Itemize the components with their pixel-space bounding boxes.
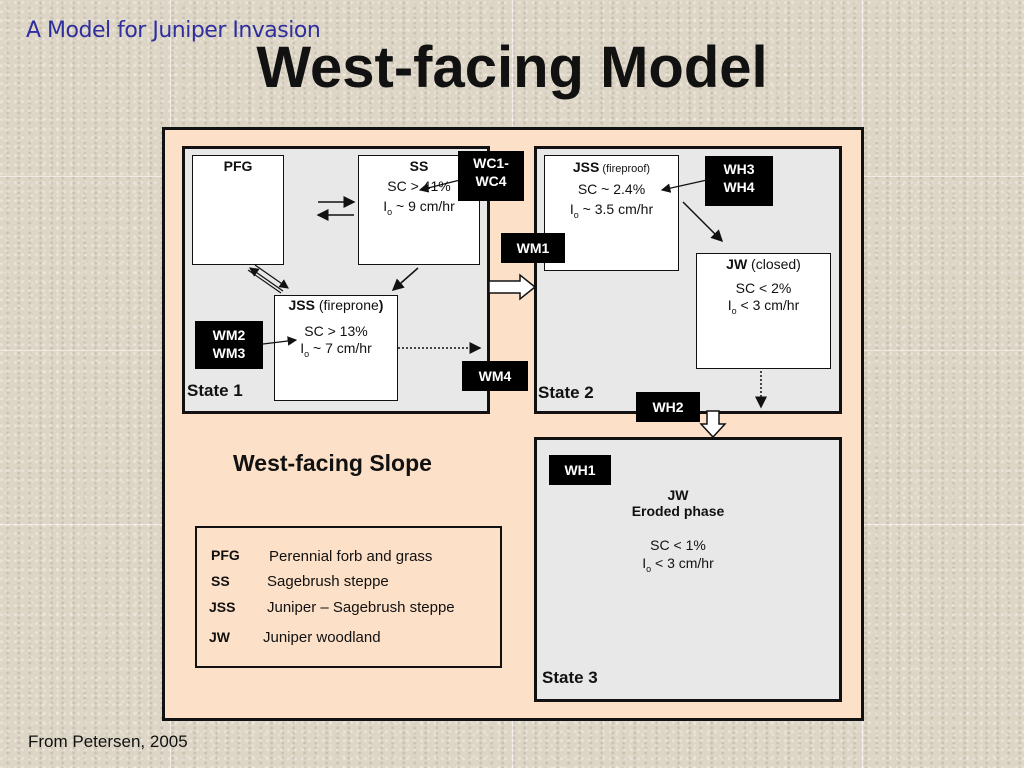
slope-label: West-facing Slope	[233, 450, 432, 476]
arrow-state2-to-state3	[699, 410, 727, 439]
jw-closed-box: JW (closed) SC < 2% Io < 3 cm/hr	[696, 253, 831, 369]
ss-infiltration: Io ~ 9 cm/hr	[383, 198, 455, 217]
arrow-wm23	[262, 336, 298, 346]
arrow-jss-pfg	[249, 267, 284, 292]
arrow-wc-to-ss	[418, 179, 461, 193]
jss-fireprone-title: JSS (fireprone)	[288, 297, 384, 313]
state-3-label: State 3	[542, 668, 598, 687]
jss-fireproof-box: JSS (fireproof) SC ~ 2.4% Io ~ 3.5 cm/hr	[544, 155, 679, 271]
jw-eroded-block: JW Eroded phase SC < 1% Io < 3 cm/hr	[600, 487, 756, 578]
jw-closed-cover: SC < 2%	[735, 280, 792, 296]
jss-fireprone-box: JSS (fireprone) SC > 13% Io ~ 7 cm/hr	[274, 295, 398, 401]
pfg-title: PFG	[223, 158, 253, 174]
jss-fireprone-cover: SC > 13%	[304, 323, 368, 339]
jss-fireprone-infiltration: Io ~ 7 cm/hr	[300, 340, 372, 359]
jw-closed-infiltration: Io < 3 cm/hr	[727, 297, 800, 316]
legend-def-ss: Sagebrush steppe	[267, 573, 389, 590]
tag-wm1: WM1	[501, 233, 565, 263]
jss-fireproof-title: JSS (fireproof)	[572, 159, 651, 175]
legend-def-jss: Juniper – Sagebrush steppe	[267, 599, 455, 616]
legend-def-jw: Juniper woodland	[263, 629, 381, 646]
arrow-state1-to-state2	[488, 273, 537, 301]
jss-fireproof-cover: SC ~ 2.4%	[577, 181, 646, 197]
jw-eroded-title: JW	[667, 487, 689, 503]
legend-abbr-jss: JSS	[209, 599, 236, 615]
pfg-box: PFG	[192, 155, 284, 265]
state-2-label: State 2	[538, 383, 594, 402]
legend-abbr-jw: JW	[209, 629, 230, 645]
source-credit: From Petersen, 2005	[28, 732, 188, 751]
arrow-ss-to-jss	[391, 267, 419, 291]
legend-def-pfg: Perennial forb and grass	[269, 548, 433, 565]
arrow-jss-to-jw	[682, 201, 724, 243]
arrow-wh34	[660, 179, 708, 193]
slide-subtitle: A Model for Juniper Invasion	[26, 18, 321, 43]
arrow-pfg-jss-b	[254, 264, 289, 289]
ss-box: SS SC > 41% Io ~ 9 cm/hr	[358, 155, 480, 265]
jw-eroded-cover: SC < 1%	[650, 537, 706, 553]
legend-box: PFG Perennial forb and grass SS Sagebrus…	[195, 526, 502, 668]
jw-eroded-infiltration: Io < 3 cm/hr	[642, 555, 714, 574]
tag-wh1: WH1	[549, 455, 611, 485]
legend-abbr-pfg: PFG	[211, 547, 240, 563]
tag-wc1-wc4: WC1-WC4	[458, 151, 524, 201]
jw-closed-title: JW (closed)	[726, 256, 801, 272]
arrow-pfg-jss-a	[247, 269, 282, 294]
legend-abbr-ss: SS	[211, 573, 230, 589]
slide-title: West-facing Model	[256, 35, 768, 100]
ss-title: SS	[409, 158, 429, 174]
state-1-label: State 1	[187, 381, 243, 400]
tag-wm4: WM4	[462, 361, 528, 391]
jss-fireproof-infiltration: Io ~ 3.5 cm/hr	[569, 201, 654, 220]
jw-eroded-phase: Eroded phase	[631, 503, 725, 519]
tag-wh2: WH2	[636, 392, 700, 422]
